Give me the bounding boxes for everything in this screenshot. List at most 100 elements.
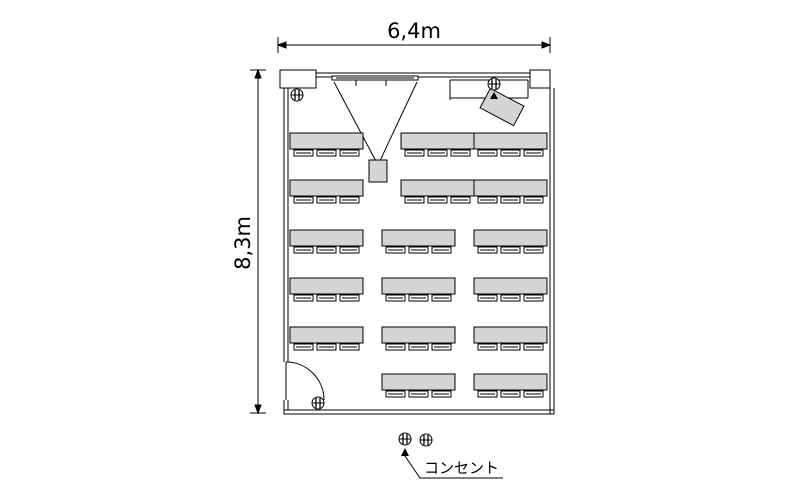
- table-with-chairs: [400, 132, 475, 157]
- table: [289, 179, 364, 197]
- chair: [431, 390, 452, 398]
- projector: [368, 159, 388, 183]
- width-dimension: [276, 37, 552, 53]
- table: [381, 373, 456, 391]
- table-with-chairs: [289, 132, 364, 157]
- table-with-chairs: [400, 179, 475, 204]
- chair: [427, 196, 448, 204]
- chair: [316, 149, 337, 157]
- table: [289, 277, 364, 295]
- chair: [316, 294, 337, 302]
- chair: [404, 149, 425, 157]
- table-with-chairs: [473, 373, 548, 398]
- chair: [500, 294, 521, 302]
- power-outlet-icon: [398, 432, 412, 446]
- chair: [385, 390, 406, 398]
- table-with-chairs: [289, 229, 364, 254]
- power-outlet-icon: [311, 396, 325, 410]
- corner-pillar-left: [279, 69, 317, 89]
- table: [473, 179, 548, 197]
- legend: コンセント: [398, 432, 503, 479]
- chair: [339, 149, 360, 157]
- table-with-chairs: [473, 326, 548, 351]
- chair: [500, 390, 521, 398]
- table-with-chairs: [381, 326, 456, 351]
- chair: [293, 196, 314, 204]
- chair: [477, 196, 498, 204]
- chair: [450, 149, 471, 157]
- chair: [477, 390, 498, 398]
- chair: [408, 343, 429, 351]
- chair: [477, 246, 498, 254]
- triangle-marker-icon: [401, 448, 409, 456]
- chair: [523, 343, 544, 351]
- table-layout: [289, 132, 548, 398]
- table-with-chairs: [473, 229, 548, 254]
- table: [473, 277, 548, 295]
- chair: [450, 196, 471, 204]
- table: [400, 179, 475, 197]
- table: [289, 132, 364, 150]
- table: [473, 373, 548, 391]
- width-label: 6,4m: [387, 19, 441, 43]
- legend-outlet-label: コンセント: [424, 459, 499, 477]
- table-with-chairs: [473, 132, 548, 157]
- chair: [293, 246, 314, 254]
- table: [400, 132, 475, 150]
- chair: [523, 246, 544, 254]
- projection-beam: [333, 81, 418, 166]
- table-with-chairs: [381, 373, 456, 398]
- room-walls: [283, 72, 555, 415]
- chair: [431, 343, 452, 351]
- chair: [339, 196, 360, 204]
- chair: [523, 390, 544, 398]
- table: [381, 229, 456, 247]
- chair: [385, 294, 406, 302]
- table: [289, 229, 364, 247]
- chair: [477, 343, 498, 351]
- chair: [523, 294, 544, 302]
- table-with-chairs: [289, 326, 364, 351]
- chair: [500, 343, 521, 351]
- chair: [431, 246, 452, 254]
- chair: [427, 149, 448, 157]
- chair: [385, 343, 406, 351]
- door[interactable]: [285, 361, 325, 401]
- lectern: [479, 87, 525, 127]
- table: [473, 229, 548, 247]
- table: [473, 132, 548, 150]
- chair: [316, 196, 337, 204]
- table-with-chairs: [289, 179, 364, 204]
- table: [289, 326, 364, 344]
- chair: [523, 196, 544, 204]
- power-outlet-icon: [419, 433, 433, 447]
- power-outlet-icon: [487, 77, 501, 99]
- table-with-chairs: [473, 277, 548, 302]
- chair: [339, 246, 360, 254]
- chair: [408, 294, 429, 302]
- chair: [316, 343, 337, 351]
- chair: [500, 196, 521, 204]
- chair: [523, 149, 544, 157]
- chair: [408, 246, 429, 254]
- chair: [316, 246, 337, 254]
- legend-leader-line: [404, 455, 503, 479]
- height-dimension: [250, 68, 266, 415]
- chair: [293, 149, 314, 157]
- table: [381, 326, 456, 344]
- chair: [293, 294, 314, 302]
- chair: [339, 294, 360, 302]
- chair: [477, 294, 498, 302]
- table-with-chairs: [381, 229, 456, 254]
- corner-pillar-right: [529, 69, 551, 89]
- chair: [500, 246, 521, 254]
- height-label: 8,3m: [231, 216, 255, 270]
- chair: [431, 294, 452, 302]
- chair: [339, 343, 360, 351]
- chair: [477, 149, 498, 157]
- chair: [500, 149, 521, 157]
- table-with-chairs: [473, 179, 548, 204]
- chair: [408, 390, 429, 398]
- chair: [293, 343, 314, 351]
